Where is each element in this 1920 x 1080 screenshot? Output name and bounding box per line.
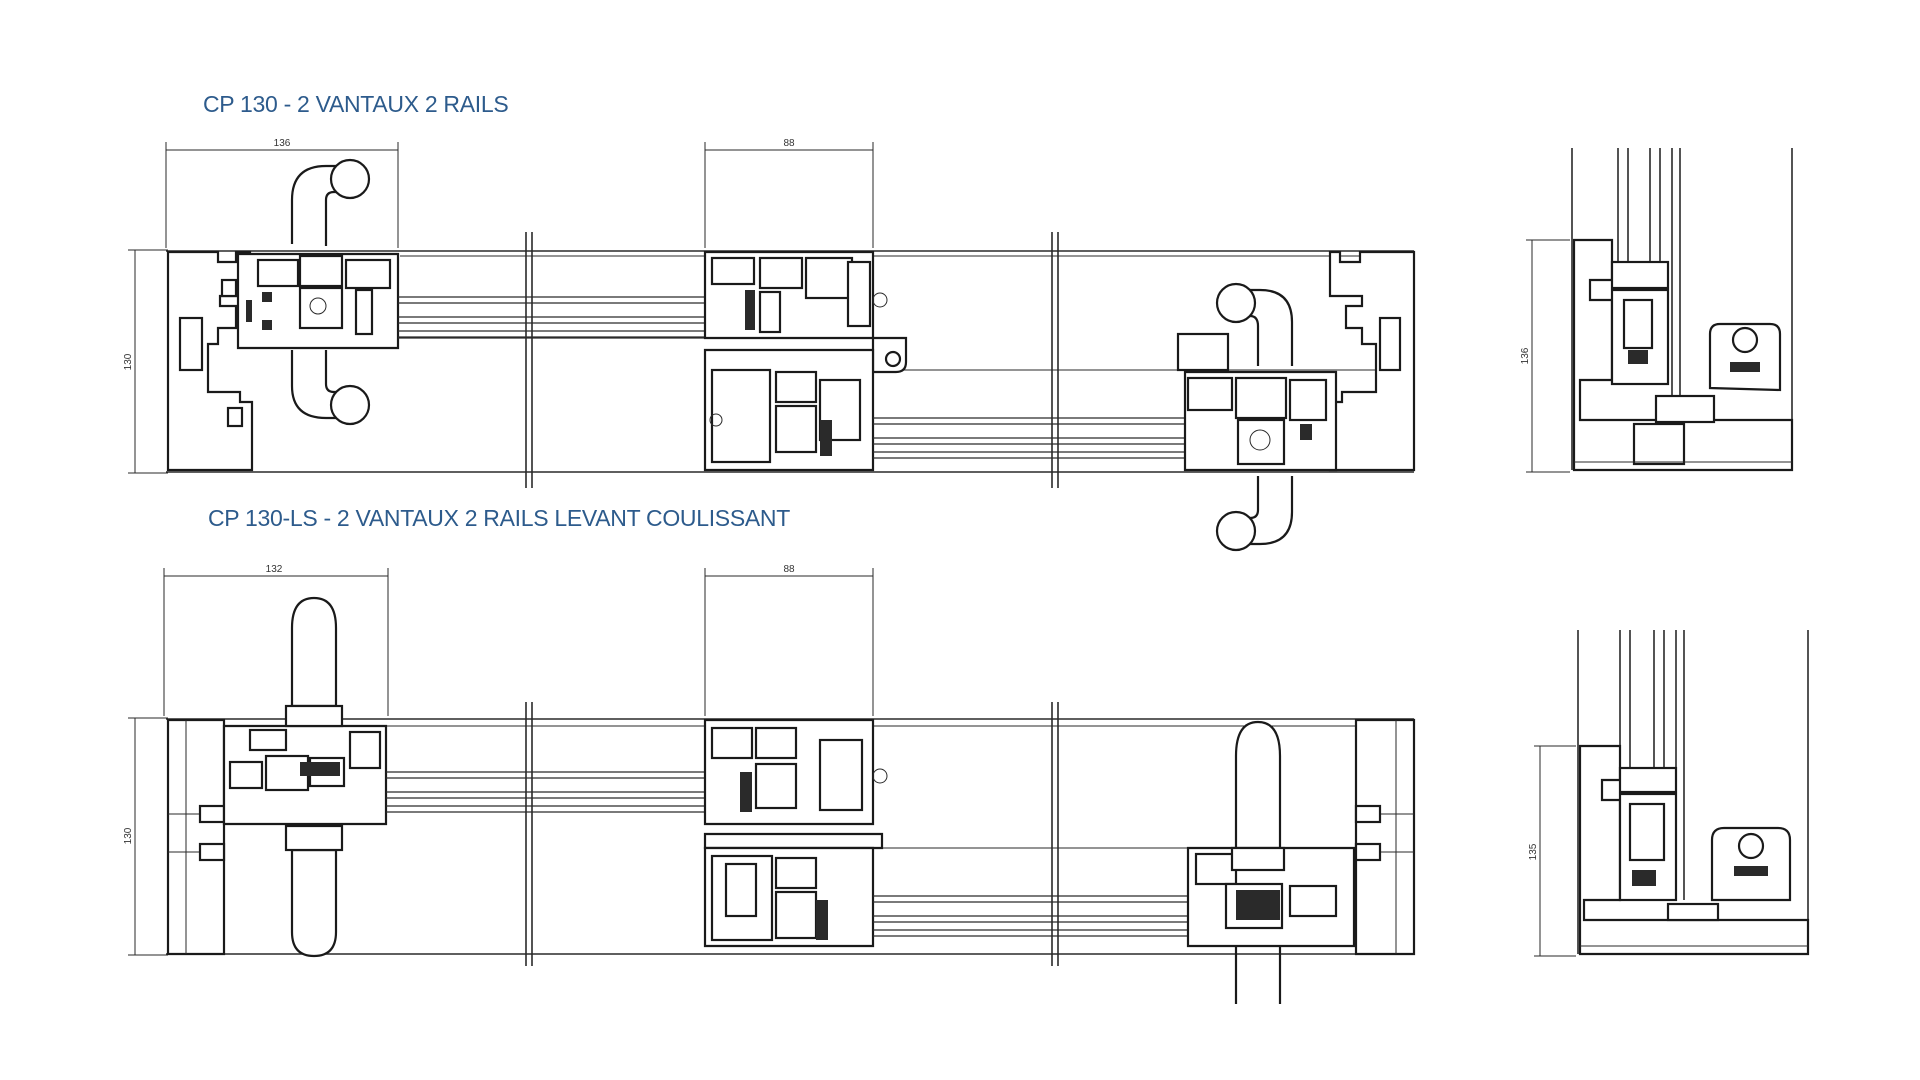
dimension-label: 132 bbox=[266, 564, 283, 575]
plan-view-bottom: 132 88 130 bbox=[123, 564, 1416, 1004]
dimension-bottom-height: 130 bbox=[123, 717, 168, 956]
meeting-stile-upper bbox=[703, 250, 908, 374]
dimension-label: 130 bbox=[123, 353, 134, 370]
handle-top-left bbox=[290, 158, 371, 426]
plan-view-top: 136 88 130 bbox=[123, 138, 1416, 552]
handle-bottom-right bbox=[1230, 720, 1286, 1004]
section-title-top: CP 130 - 2 VANTAUX 2 RAILS bbox=[203, 91, 508, 117]
dimension-label: 88 bbox=[783, 564, 795, 575]
sash-profile-left bbox=[236, 252, 400, 350]
dimension-bottom-section-height: 135 bbox=[1528, 745, 1576, 957]
sash-profile-left bbox=[222, 724, 388, 826]
handle-top-right bbox=[1215, 282, 1294, 552]
dimension-top-width-left: 136 bbox=[165, 138, 399, 248]
glazing-left bbox=[386, 772, 726, 812]
dimension-label: 136 bbox=[1520, 347, 1531, 364]
dimension-bottom-width-mid: 88 bbox=[704, 564, 874, 716]
meeting-stile-upper bbox=[703, 718, 888, 826]
section-view-bottom: 135 bbox=[1528, 630, 1810, 957]
dimension-top-section-height: 136 bbox=[1520, 239, 1570, 473]
dimension-label: 130 bbox=[123, 827, 134, 844]
meeting-stile-lower bbox=[703, 832, 884, 948]
handle-bottom-left bbox=[284, 596, 344, 958]
frame-profile-right bbox=[1328, 250, 1416, 472]
section-title-bottom: CP 130-LS - 2 VANTAUX 2 RAILS LEVANT COU… bbox=[208, 505, 790, 531]
dimension-bottom-width-left: 132 bbox=[163, 564, 389, 716]
glazing-right bbox=[873, 418, 1203, 458]
dimension-top-height: 130 bbox=[123, 249, 168, 474]
meeting-stile-lower bbox=[703, 348, 875, 472]
glazing-right bbox=[873, 896, 1203, 936]
frame-profile-left bbox=[166, 250, 254, 472]
sash-profile-right bbox=[1186, 846, 1356, 948]
dimension-top-width-mid: 88 bbox=[704, 138, 874, 248]
dimension-label: 135 bbox=[1528, 843, 1539, 860]
section-view-top: 136 bbox=[1520, 148, 1794, 473]
frame-profile-right bbox=[1354, 718, 1416, 956]
dimension-label: 136 bbox=[274, 138, 291, 149]
sash-profile-right bbox=[1176, 332, 1338, 472]
dimension-label: 88 bbox=[783, 138, 795, 149]
frame-profile-left bbox=[166, 718, 226, 956]
break-line bbox=[525, 232, 1059, 488]
